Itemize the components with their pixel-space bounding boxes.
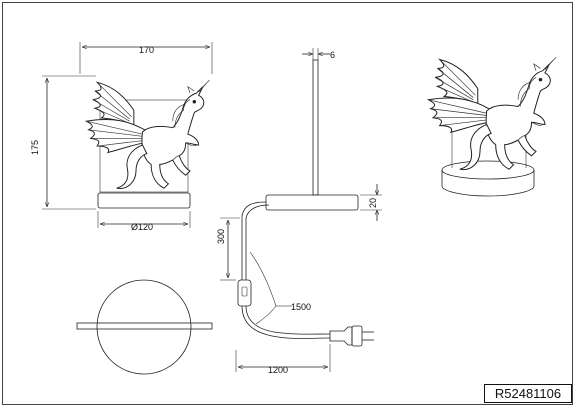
top-base-circle	[96, 279, 192, 375]
dim-base-height: 20	[360, 184, 382, 221]
perspective-view	[427, 56, 557, 197]
dim-base-diameter: Ø120	[97, 211, 191, 232]
persp-base-side	[441, 170, 535, 197]
plug	[329, 325, 374, 347]
cable-upper	[241, 201, 267, 262]
dim-base-height-label: 20	[368, 198, 378, 208]
top-view	[76, 279, 213, 375]
persp-base-top	[441, 160, 535, 180]
side-base	[265, 194, 359, 211]
dim-front-width: 170	[79, 42, 213, 74]
front-base	[97, 192, 191, 209]
dim-rod-thickness: 6	[302, 48, 335, 60]
dim-cable-1200: 1200	[235, 344, 331, 375]
top-panel-edge	[76, 322, 213, 330]
dim-front-height: 175	[30, 75, 96, 210]
front-view	[85, 79, 210, 209]
cable-lower	[241, 305, 331, 339]
front-unicorn-figure	[85, 79, 210, 190]
dim-rod-thickness-label: 6	[330, 50, 335, 60]
dim-front-width-label: 170	[139, 45, 154, 55]
dim-cable-1500-label: 1500	[291, 302, 311, 312]
cable-to-switch	[241, 262, 247, 280]
cable-switch-button[interactable]	[241, 286, 248, 297]
cable-switch-body	[237, 279, 252, 307]
dim-cable-1500: 1500	[249, 251, 311, 325]
dim-cable-300: 300	[216, 217, 240, 281]
cable-lower-2	[245, 305, 331, 335]
side-panel-rod	[312, 59, 319, 196]
dim-front-height-label: 175	[30, 140, 40, 155]
dim-cable-300-label: 300	[216, 229, 226, 244]
persp-unicorn-figure	[427, 56, 557, 171]
dim-cable-1200-label: 1200	[268, 365, 288, 375]
cable-upper-2	[245, 204, 270, 262]
side-view	[237, 59, 374, 347]
product-code-box: R52481106	[484, 384, 572, 403]
dim-base-diameter-label: Ø120	[131, 222, 153, 232]
